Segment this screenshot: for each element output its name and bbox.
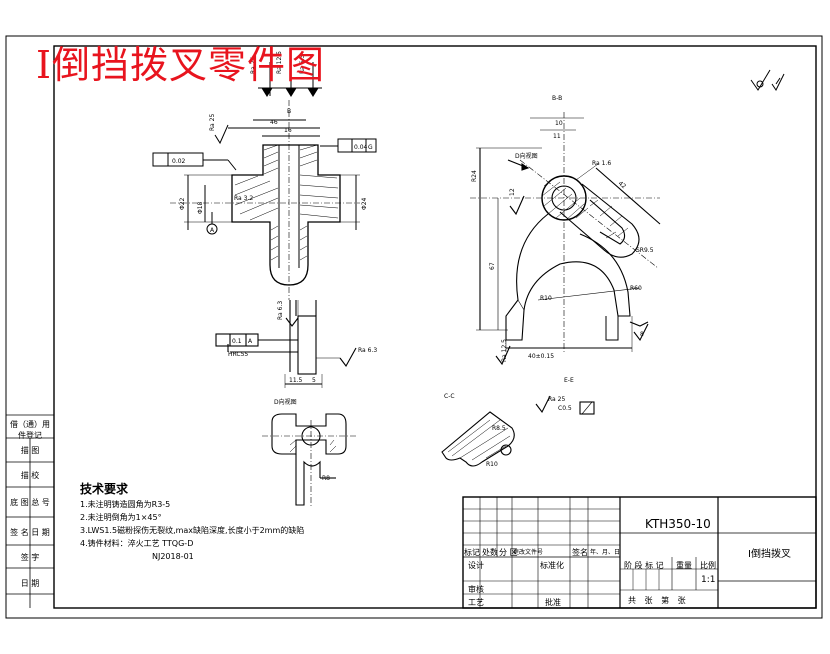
side-label-base-no: 底 图 总 号 — [10, 498, 50, 507]
tb-row-process: 工艺 — [468, 598, 484, 607]
dim-5: 5 — [312, 377, 316, 384]
section-bb-label: B-B — [552, 95, 562, 102]
technical-requirements: 技术要求 1.未注明铸造圆角为R3-5 2.未注明倒角为1×45° 3.LWS1… — [80, 483, 304, 563]
outer-frame — [5, 35, 823, 619]
dim-115: 11.5 — [289, 377, 303, 384]
dim-r24: R24 — [471, 170, 478, 182]
datum-a-circle: A — [210, 227, 215, 234]
dim-ra-top1: Ra 25 — [250, 57, 257, 74]
title-block-grid — [462, 496, 817, 609]
dim-phi22: Φ22 — [179, 197, 186, 210]
tb-header-change-doc: 更改文件号 — [513, 549, 544, 556]
tb-header-count: 处数 — [482, 548, 498, 557]
tb-header-mark: 标记 — [464, 548, 480, 557]
dim-phi18: Φ18 — [197, 201, 204, 214]
side-label-date: 日 期 — [20, 579, 40, 588]
dim-r8: R8 — [322, 475, 330, 482]
dim-ra-cc: Ra 25 — [548, 396, 565, 403]
tb-row-approve: 批准 — [545, 598, 561, 607]
dim-46: 46 — [270, 119, 278, 126]
side-label-sign: 签 字 — [20, 553, 40, 562]
dim-ra-top2: Ra 12.5 — [276, 51, 283, 74]
tb-header-sign: 签名 — [572, 548, 588, 557]
tech-item-1: 1.未注明铸造圆角为R3-5 — [80, 500, 171, 509]
dim-12: 12 — [509, 188, 516, 196]
side-label-trace: 描 校 — [20, 471, 40, 480]
tech-extra: NJ2018-01 — [152, 552, 194, 561]
perp-tol-datum: A — [248, 338, 253, 345]
dim-r10-cc: R10 — [486, 461, 498, 468]
dim-ra125-right: Ra 12.5 — [501, 339, 508, 362]
scale-value: 1:1 — [701, 575, 716, 585]
tb-row-standard: 标准化 — [540, 561, 564, 570]
dim-ra63-pin: Ra 6.3 — [277, 301, 284, 320]
pin-view — [215, 300, 357, 388]
side-strip — [6, 414, 54, 608]
dim-r10: R10 — [540, 295, 552, 302]
main-view — [152, 56, 377, 300]
dim-ra16: Ra 1.6 — [592, 160, 611, 167]
tol-value-right: 0.04 — [354, 144, 368, 151]
section-ee-label: E-E — [564, 377, 574, 384]
tb-ratio-label: 比例 — [700, 561, 716, 570]
section-cc-label: C-C — [444, 393, 455, 400]
tb-header-zone: 分 区 — [499, 548, 518, 557]
section-bb-drawing — [470, 112, 661, 366]
hardness-note: HRC55 — [228, 351, 248, 358]
dim-8: 8 — [640, 331, 644, 338]
part-name: I倒挡拨叉 — [748, 549, 791, 560]
dim-phi24: Φ24 — [361, 197, 368, 210]
tb-weight-label: 重量 — [676, 561, 692, 570]
dim-ra25-left: Ra 25 — [209, 114, 216, 131]
surface-roughness-symbols — [750, 69, 785, 91]
inner-frame — [53, 45, 817, 609]
tech-item-4: 4.铸件材料：淬火工艺 TTQG-D — [80, 539, 194, 548]
tb-row-check: 审核 — [468, 585, 484, 594]
tech-item-3: 3.LWS1.5磁粉探伤无裂纹,max缺陷深度,长度小于2mm的缺陷 — [80, 526, 305, 535]
section-cc-drawing — [441, 395, 595, 467]
perp-tol-value: 0.1 — [232, 338, 242, 345]
dim-10: 10 — [555, 120, 563, 127]
dim-sr95: SR9.5 — [636, 247, 654, 254]
view-d-arrow-label: D向视图 — [515, 152, 538, 160]
side-label-sign-date: 签 名 日 期 — [10, 528, 50, 537]
dim-r85: R8.5 — [492, 425, 506, 432]
dim-ra63-right: Ra 6.3 — [358, 347, 377, 354]
tech-item-2: 2.未注明倒角为1×45° — [80, 513, 162, 522]
tb-row-design: 设计 — [468, 561, 484, 570]
dim-67: 67 — [489, 262, 496, 270]
tol-datum-right: G — [368, 144, 373, 151]
dimension-texts: Ra 25 Ra 12.5 Ra 6.3 B 46 16 Ra 25 0.02 … — [172, 51, 654, 482]
dim-42: 42 — [617, 180, 627, 190]
side-label-draw: 描 图 — [20, 446, 40, 455]
dim-11: 11 — [553, 133, 561, 140]
drawing-title: I倒挡拨叉零件图 — [36, 43, 326, 87]
dim-16: 16 — [284, 127, 292, 134]
dim-r60: R60 — [630, 285, 642, 292]
view-d-label: D向视图 — [274, 398, 297, 406]
tb-header-date: 年、月、日 — [590, 549, 621, 556]
dim-width-40: 40±0.15 — [528, 353, 554, 360]
drawing-number: KTH350-10 — [645, 517, 711, 531]
tb-stage-label: 阶 段 标 记 — [624, 561, 664, 570]
side-label-shared: 借（通）用件登记 — [10, 420, 50, 440]
datum-b-label: B — [287, 108, 291, 115]
dim-ra-mid: Ra 3.2 — [234, 195, 253, 202]
dim-c05: C0.5 — [558, 405, 572, 412]
tech-heading: 技术要求 — [80, 482, 129, 496]
tol-value-left: 0.02 — [172, 158, 186, 165]
view-d-drawing — [262, 413, 356, 508]
tb-sheet-info: 共 张 第 张 — [628, 596, 686, 605]
dim-ra-top3: Ra 6.3 — [299, 55, 306, 74]
